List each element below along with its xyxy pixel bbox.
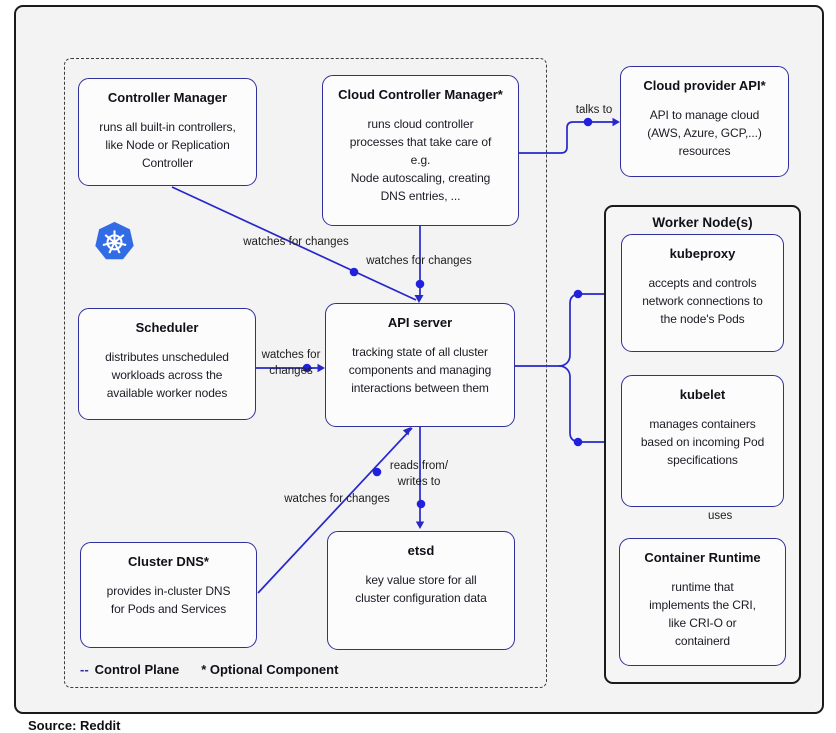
node-description: distributes unscheduled workloads across… (105, 350, 229, 400)
node-description: accepts and controls network connections… (642, 276, 763, 326)
edge-label-watches-dns: watches for changes (284, 493, 390, 505)
node-scheduler: Scheduler distributes unscheduled worklo… (78, 308, 256, 420)
node-description: runs cloud controller processes that tak… (349, 117, 492, 203)
node-title: Cluster DNS* (128, 554, 209, 569)
edge-label-watches-scheduler: watches for changes (261, 349, 321, 377)
node-title: Controller Manager (107, 90, 228, 105)
node-description: tracking state of all cluster components… (348, 345, 492, 395)
control-plane-boundary (64, 58, 547, 688)
legend-control-plane: -- Control Plane (80, 662, 179, 677)
edge-label-uses: uses (708, 510, 733, 522)
legend-optional-component: * Optional Component (201, 662, 338, 677)
worker-node-title: Worker Node(s) (652, 215, 753, 230)
node-title: API server (387, 315, 453, 330)
edge-label-watches-cm: watches for changes (243, 236, 349, 248)
edge-label-talks-to: talks to (575, 104, 613, 116)
legend-optional-label: * Optional Component (201, 662, 339, 677)
edge-label-watches-ccm: watches for changes (366, 255, 472, 267)
node-title: kubelet (679, 387, 726, 402)
node-description: runs all built-in controllers, like Node… (99, 120, 236, 170)
node-cloud-provider-api: Cloud provider API* API to manage cloud … (620, 66, 789, 177)
node-description: manages containers based on incoming Pod… (640, 417, 765, 467)
node-description: API to manage cloud (AWS, Azure, GCP,...… (647, 108, 762, 158)
node-title: Cloud provider API* (643, 78, 766, 93)
legend-dash-icon: -- (80, 662, 89, 677)
node-title: kubeproxy (669, 246, 736, 261)
node-title: etsd (407, 543, 435, 558)
node-description: provides in-cluster DNS for Pods and Ser… (106, 584, 231, 616)
node-controller-manager: Controller Manager runs all built-in con… (78, 78, 257, 186)
node-api-server: API server tracking state of all cluster… (325, 303, 515, 427)
node-container-runtime: Container Runtime runtime that implement… (619, 538, 786, 666)
node-etsd: etsd key value store for all cluster con… (327, 531, 515, 650)
node-title: Scheduler (135, 320, 199, 335)
kubernetes-logo-icon (95, 221, 134, 260)
legend-control-plane-label: Control Plane (94, 662, 180, 677)
node-title: Container Runtime (644, 550, 761, 565)
edge-label-reads-writes: reads from/ writes to (389, 460, 449, 488)
node-cluster-dns: Cluster DNS* provides in-cluster DNS for… (80, 542, 257, 648)
legend: -- Control Plane * Optional Component (80, 662, 338, 677)
node-description: runtime that implements the CRI, like CR… (649, 580, 756, 648)
node-description: key value store for all cluster configur… (355, 573, 487, 605)
node-title: Cloud Controller Manager* (338, 87, 503, 102)
node-kubeproxy: kubeproxy accepts and controls network c… (621, 234, 784, 352)
node-kubelet: kubelet manages containers based on inco… (621, 375, 784, 507)
node-cloud-controller-manager: Cloud Controller Manager* runs cloud con… (322, 75, 519, 226)
